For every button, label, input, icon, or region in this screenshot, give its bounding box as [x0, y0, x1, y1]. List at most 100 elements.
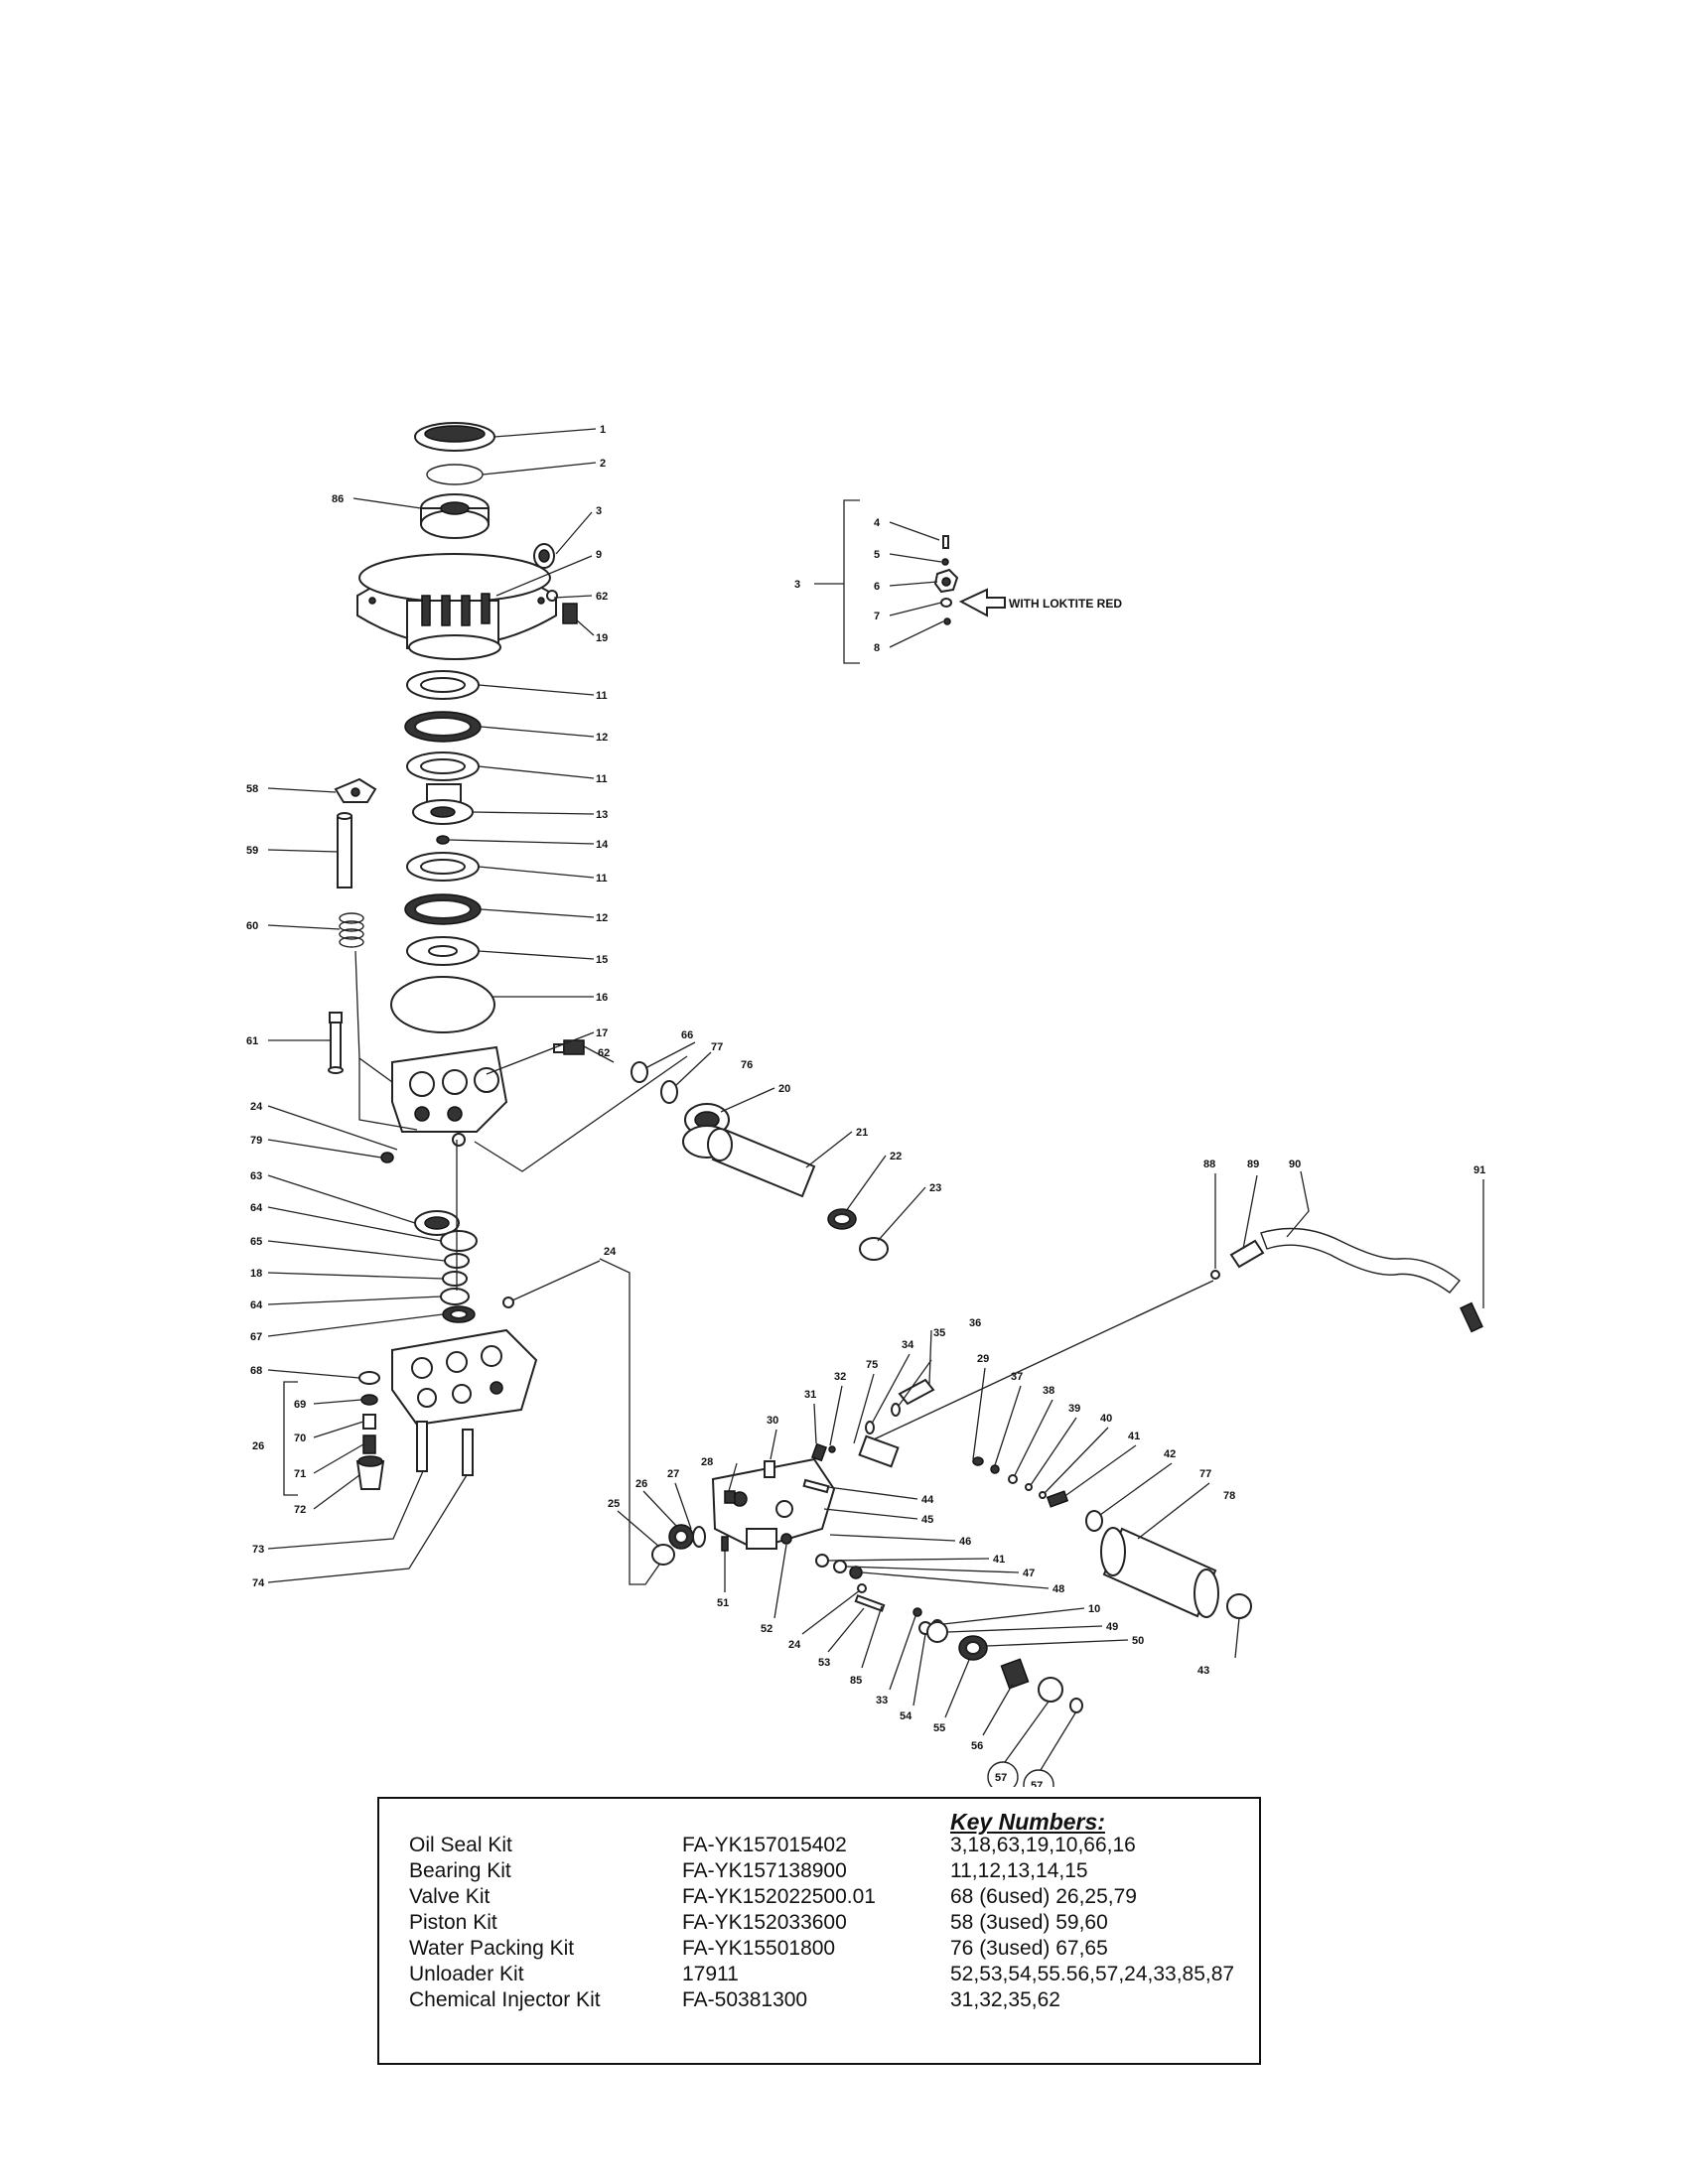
part-fitting-89 — [1229, 1239, 1265, 1269]
callout-18: 18 — [250, 1268, 262, 1280]
callout-59: 59 — [246, 845, 258, 857]
part-valve-69 — [360, 1394, 378, 1406]
bracket-26 — [283, 1381, 298, 1496]
kit-code: FA-YK15501800 — [682, 1937, 836, 1960]
part-seal-64a — [440, 1230, 478, 1252]
part-ball-33 — [912, 1607, 922, 1617]
callout-42: 42 — [1164, 1448, 1176, 1460]
callout-7: 7 — [874, 611, 880, 622]
callout-71: 71 — [294, 1468, 306, 1480]
part-valve-28 — [724, 1490, 736, 1504]
kit-keys: 76 (3used) 67,65 — [950, 1937, 1108, 1960]
callout-76a: 76 — [741, 1059, 753, 1071]
part-oring-35 — [891, 1403, 901, 1417]
part-oring-77b — [1085, 1510, 1103, 1532]
key-numbers-heading: Key Numbers: — [950, 1809, 1105, 1835]
part-oring-88 — [1210, 1270, 1220, 1280]
callout-72: 72 — [294, 1504, 306, 1516]
part-oring-16 — [390, 976, 495, 1033]
callout-9: 9 — [596, 549, 602, 561]
callout-12a: 12 — [596, 732, 608, 744]
callout-45: 45 — [921, 1514, 933, 1526]
part-plug-3 — [533, 543, 555, 569]
kit-code: FA-YK152022500.01 — [682, 1885, 876, 1908]
part-seat-38 — [1008, 1474, 1018, 1484]
callout-46: 46 — [959, 1536, 971, 1548]
callout-23: 23 — [929, 1182, 941, 1194]
kit-name: Chemical Injector Kit — [409, 1988, 601, 2011]
callout-60: 60 — [246, 920, 258, 932]
callout-8: 8 — [874, 642, 880, 654]
part-bolt-73 — [416, 1421, 428, 1472]
callout-77a: 77 — [711, 1041, 723, 1053]
callout-16: 16 — [596, 992, 608, 1004]
callout-79: 79 — [250, 1135, 262, 1147]
callout-44: 44 — [921, 1494, 934, 1506]
callout-91: 91 — [1474, 1164, 1485, 1176]
callout-6: 6 — [874, 581, 880, 593]
callout-86: 86 — [332, 493, 344, 505]
callout-29: 29 — [977, 1353, 989, 1365]
callout-41a: 41 — [1128, 1431, 1140, 1442]
callout-88: 88 — [1203, 1159, 1215, 1170]
callout-31: 31 — [804, 1389, 816, 1401]
part-bolt-74 — [462, 1429, 474, 1476]
callout-77b: 77 — [1199, 1468, 1211, 1480]
part-snap-ring-2 — [426, 464, 484, 485]
callout-73: 73 — [252, 1544, 264, 1556]
callout-4: 4 — [874, 517, 881, 529]
kit-code: FA-50381300 — [682, 1988, 808, 2011]
callout-40: 40 — [1100, 1413, 1112, 1425]
part-cap-56 — [1038, 1677, 1063, 1703]
part-ball-8 — [943, 617, 951, 625]
callout-68: 68 — [250, 1365, 262, 1377]
callout-24c: 24 — [788, 1639, 801, 1651]
callout-56: 56 — [971, 1740, 983, 1752]
callout-circle-57a — [987, 1761, 1019, 1787]
note-loktite: WITH LOKTITE RED — [1009, 597, 1122, 611]
part-ring-40 — [1039, 1491, 1047, 1499]
callout-90: 90 — [1289, 1159, 1301, 1170]
part-oring-41b — [815, 1554, 829, 1568]
callout-89: 89 — [1247, 1159, 1259, 1170]
callout-41b: 41 — [993, 1554, 1005, 1566]
kit-code: FA-YK152033600 — [682, 1911, 847, 1934]
part-ball-32 — [828, 1445, 836, 1453]
callout-57a: 57 — [995, 1772, 1007, 1784]
kit-name: Bearing Kit — [409, 1859, 511, 1882]
callout-55: 55 — [933, 1722, 945, 1734]
part-oring-75 — [865, 1421, 875, 1434]
callout-26b: 26 — [635, 1478, 647, 1490]
part-seat-30 — [764, 1460, 775, 1478]
part-piston-58 — [334, 777, 377, 803]
kit-code: FA-YK157138900 — [682, 1859, 847, 1882]
callout-22: 22 — [890, 1151, 902, 1162]
kit-name: Water Packing Kit — [409, 1937, 575, 1960]
kit-keys: 3,18,63,19,10,66,16 — [950, 1834, 1136, 1856]
callout-64b: 64 — [250, 1299, 263, 1311]
part-plug-57 — [1069, 1698, 1083, 1713]
part-spring-29 — [972, 1456, 984, 1466]
callout-35: 35 — [933, 1327, 945, 1339]
callout-19: 19 — [596, 632, 608, 644]
callout-3: 3 — [596, 505, 602, 517]
kit-keys: 11,12,13,14,15 — [950, 1859, 1088, 1882]
kit-code: FA-YK157015402 — [682, 1834, 847, 1856]
part-ball-37 — [990, 1464, 1000, 1474]
part-rod-53 — [854, 1594, 886, 1612]
callout-13: 13 — [596, 809, 608, 821]
callout-24a: 24 — [250, 1101, 263, 1113]
callout-2: 2 — [600, 458, 606, 470]
part-cylinder-78 — [1100, 1527, 1219, 1618]
bracket-3 — [843, 499, 860, 664]
callout-37: 37 — [1011, 1371, 1023, 1383]
part-unloader-body — [711, 1457, 836, 1551]
callout-67: 67 — [250, 1331, 262, 1343]
part-seal-64b — [440, 1288, 470, 1305]
callout-69: 69 — [294, 1399, 306, 1411]
part-pin-4 — [942, 535, 949, 549]
part-valve-70 — [362, 1414, 376, 1430]
callout-15: 15 — [596, 954, 608, 966]
kit-keys: 68 (6used) 26,25,79 — [950, 1885, 1137, 1908]
part-housing-flange — [356, 553, 557, 660]
